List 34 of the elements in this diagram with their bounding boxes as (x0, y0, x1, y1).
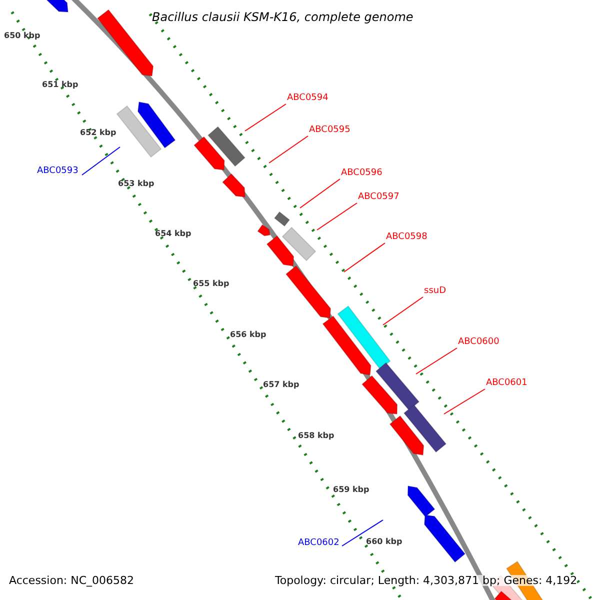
gene-label: ssuD (424, 287, 446, 296)
leader-line (244, 104, 286, 132)
tick-label: 650 kbp (4, 32, 40, 40)
leader-line (382, 296, 424, 326)
leader-line (444, 388, 486, 414)
tick-label: 660 kbp (366, 538, 402, 546)
tick-label: 657 kbp (263, 381, 300, 389)
gene-label: ABC0600 (458, 338, 500, 347)
tick-label: 658 kbp (298, 432, 334, 440)
tick-label: 656 kbp (230, 331, 266, 339)
gene-label: ABC0596 (341, 169, 382, 178)
leader-line (316, 202, 358, 230)
gene-label: ABC0601 (486, 379, 528, 388)
leader-line (82, 146, 120, 176)
gene-label: ABC0597 (358, 193, 400, 202)
tick-label: 654 kbp (155, 230, 192, 238)
gene-label: ABC0595 (309, 126, 350, 135)
tick-label: 655 kbp (193, 280, 230, 288)
footer-text: Accession: NC_006582 (9, 575, 134, 586)
leader-line (300, 178, 340, 208)
tick-label: 653 kbp (118, 180, 154, 188)
leader-line (268, 136, 308, 164)
gene-label: ABC0593 (37, 167, 78, 176)
map-title: Bacillus clausii KSM-K16, complete genome (152, 11, 414, 23)
tick-label: 651 kbp (42, 81, 78, 89)
footer-text: Topology: circular; Length: 4,303,871 bp; Genes: 4,192 (275, 575, 578, 586)
leader-line (342, 520, 384, 546)
tick-label: 659 kbp (333, 486, 370, 494)
gene-label: ABC0602 (298, 539, 340, 548)
tick-label: 652 kbp (80, 129, 116, 137)
gene-label: ABC0598 (386, 233, 428, 242)
leader-line (344, 242, 386, 272)
gene-label: ABC0594 (287, 94, 328, 103)
leader-line (416, 348, 458, 374)
